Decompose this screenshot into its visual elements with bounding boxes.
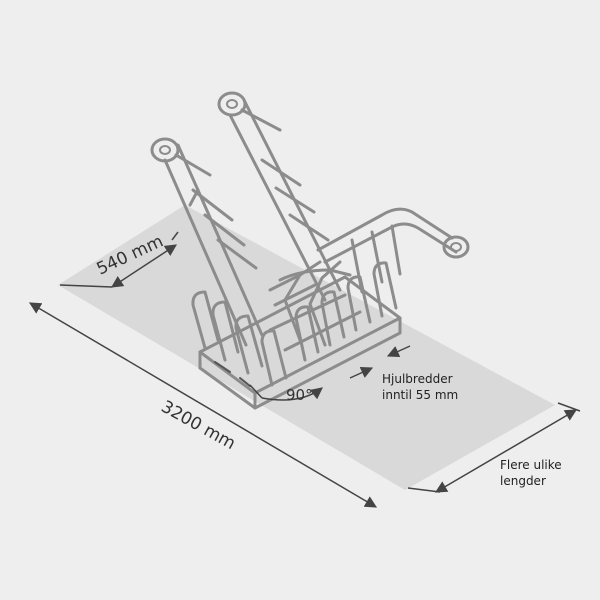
wheel-width-note-line2: inntil 55 mm [382,388,458,402]
wheel-width-dimension [349,345,411,379]
length-dimension [28,302,378,508]
lengths-dimension [407,402,581,493]
depth-dimension [59,231,179,288]
length-label: 3200 mm [158,397,239,454]
wheel-width-note-line1: Hjulbredder [382,372,453,386]
lengths-note-line1: Flere ulike [500,458,562,472]
lengths-note-line2: lengder [500,474,546,488]
angle-label: 90° [286,386,313,404]
